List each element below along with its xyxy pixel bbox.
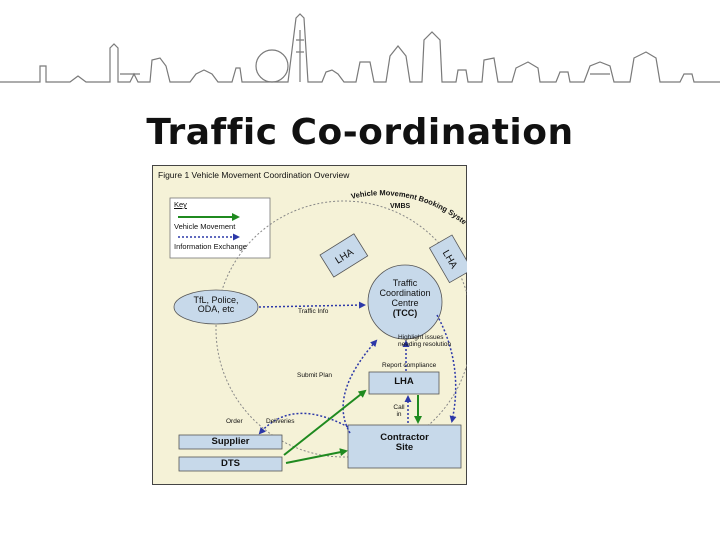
highlight-line1: Highlight issues bbox=[398, 334, 444, 341]
contractor-line2: Site bbox=[395, 441, 414, 453]
vmbs-label: VMBS bbox=[390, 203, 411, 210]
supplier-node bbox=[178, 434, 283, 450]
submit-plan-label: Submit Plan bbox=[297, 372, 333, 379]
tfl-police-oda-node bbox=[173, 289, 259, 325]
arrow-dts-to-contractor bbox=[285, 448, 348, 464]
arrow-tcc-to-contractor bbox=[436, 314, 457, 423]
slide-title: Traffic Co-ordination bbox=[146, 112, 574, 153]
highlight-line2: needing resolution bbox=[398, 340, 452, 348]
arrow-submit-plan bbox=[342, 339, 378, 434]
deliveries-label: Deliveries bbox=[266, 418, 295, 425]
coordination-boundary-circle bbox=[215, 200, 467, 458]
tfl-node-line1: TfL, Police, bbox=[193, 295, 239, 305]
arrow-supplier-to-lha bbox=[283, 389, 367, 456]
diagram-canvas: Vehicle Movement Booking System LHA LHA bbox=[152, 165, 467, 485]
report-compliance-label: Report compliance bbox=[382, 362, 437, 369]
london-skyline-graphic bbox=[0, 13, 720, 83]
contractor-site-node bbox=[347, 424, 462, 469]
key-information-exchange-label: Information Exchange bbox=[174, 242, 247, 251]
key-vehicle-movement-label: Vehicle Movement bbox=[174, 222, 236, 231]
contractor-line1: Contractor bbox=[380, 432, 429, 443]
supplier-node-label: Supplier bbox=[211, 436, 250, 447]
dts-node-label: DTS bbox=[221, 458, 240, 469]
key-title: Key bbox=[174, 200, 187, 209]
tcc-node-label: Traffic Coordination Centre (TCC) bbox=[368, 278, 442, 318]
arrow-order bbox=[258, 412, 349, 435]
lha-right-rotated-box bbox=[428, 234, 467, 284]
tcc-line4: (TCC) bbox=[392, 308, 418, 319]
tfl-node-label: TfL, Police, ODA, etc bbox=[174, 295, 258, 315]
lha-left-rotated-box bbox=[319, 233, 369, 278]
figure-caption: Figure 1 Vehicle Movement Coordination O… bbox=[158, 170, 350, 180]
tcc-line2: Coordination bbox=[379, 288, 431, 299]
lha-node bbox=[368, 371, 440, 395]
highlight-issues-label: Highlight issues needing resolution bbox=[398, 334, 452, 349]
call-line1: Call bbox=[393, 404, 405, 411]
tcc-node bbox=[367, 264, 443, 340]
arrow-tfl-to-tcc bbox=[258, 301, 366, 309]
vehicle-movement-diagram: Vehicle Movement Booking System LHA LHA bbox=[152, 165, 467, 485]
tfl-node-line2: ODA, etc bbox=[197, 304, 235, 315]
tcc-line3: Centre bbox=[391, 298, 419, 309]
call-line2: in bbox=[396, 410, 402, 418]
lha-node-label: LHA bbox=[394, 376, 414, 387]
traffic-info-label: Traffic Info bbox=[298, 308, 329, 315]
order-label: Order bbox=[226, 418, 243, 425]
contractor-site-label: Contractor Site bbox=[348, 433, 461, 453]
dts-node bbox=[178, 456, 283, 472]
call-in-label: Call in bbox=[392, 404, 406, 419]
key-box bbox=[169, 197, 271, 259]
tcc-line1: Traffic bbox=[392, 278, 418, 288]
